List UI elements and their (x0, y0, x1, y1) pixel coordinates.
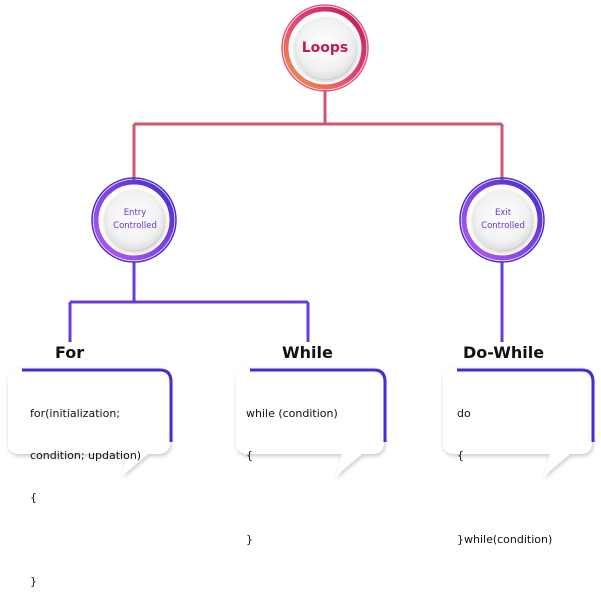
root-label: Loops (301, 40, 349, 56)
loops-diagram (8, 4, 595, 476)
root-connector (132, 90, 504, 182)
exit-label-line2: Controlled (481, 221, 525, 231)
exit-controlled-node (459, 177, 545, 263)
while-code: while (condition) { ​ } (246, 379, 338, 561)
code-line: ​ (30, 533, 141, 547)
code-line: { (457, 449, 464, 462)
code-line: do (457, 407, 471, 420)
code-line: ​ (246, 491, 338, 505)
exit-label-line1: Exit (494, 208, 512, 218)
for-code-bubble (8, 368, 173, 476)
loops-root-node (281, 4, 369, 92)
entry-label-line1: Entry (123, 208, 147, 218)
entry-label-line2: Controlled (113, 221, 157, 231)
entry-branch-connector (68, 262, 310, 342)
do-while-code: do { ​ }while(condition) (457, 379, 552, 561)
while-code-bubble (236, 368, 387, 476)
for-heading: For (55, 343, 85, 362)
entry-controlled-label: Entry Controlled (104, 207, 166, 233)
code-line: { (246, 449, 253, 462)
code-line: condition; updation) (30, 449, 142, 462)
while-heading: While (282, 343, 333, 362)
code-line: } (246, 533, 253, 546)
do-while-code-bubble (443, 368, 595, 476)
code-line: for(initialization; (30, 407, 121, 420)
code-line: { (30, 491, 37, 504)
exit-controlled-label: Exit Controlled (472, 207, 534, 233)
do-while-heading: Do-While (463, 343, 545, 362)
for-code: for(initialization; condition; updation)… (30, 379, 141, 603)
entry-controlled-node (91, 177, 177, 263)
code-line: }while(condition) (457, 533, 553, 546)
code-line: ​ (457, 491, 552, 505)
code-line: while (condition) (246, 407, 338, 420)
code-line: } (30, 575, 37, 588)
